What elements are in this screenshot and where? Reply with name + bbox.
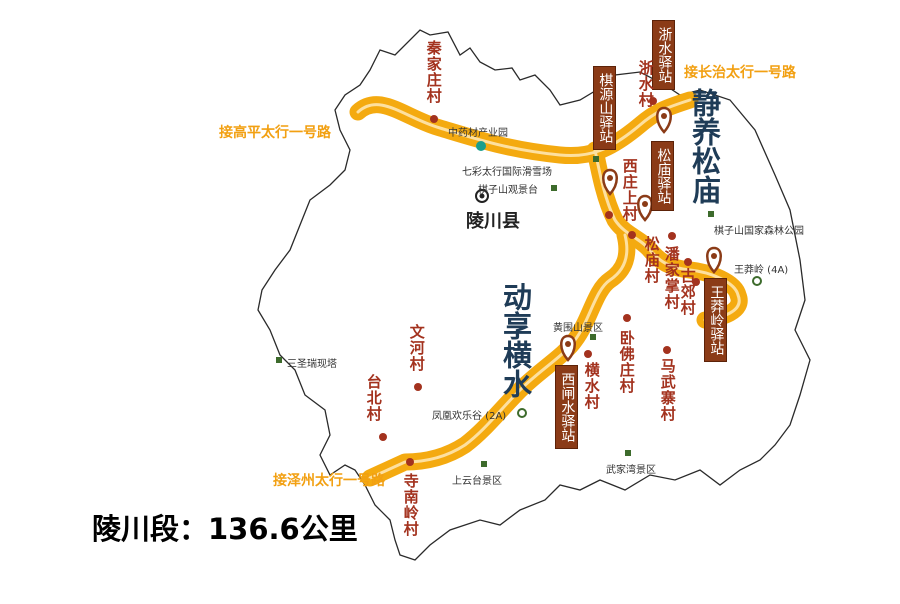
station-pin	[602, 168, 618, 196]
village-dot	[649, 97, 657, 105]
poi-label: 王莽岭 (4A)	[734, 265, 789, 276]
station-pin	[560, 334, 576, 362]
poi-marker	[276, 357, 282, 363]
poi-markers	[276, 156, 714, 467]
village-dot	[605, 211, 613, 219]
village-dots	[379, 97, 700, 466]
route-inner-line	[356, 98, 741, 480]
station-label: 松庙驿站	[651, 141, 675, 211]
village-label: 台北村	[364, 374, 383, 422]
station-pin	[656, 106, 672, 134]
village-dot	[414, 383, 422, 391]
village-dot	[623, 314, 631, 322]
poi-label: 黄围山景区	[553, 323, 603, 334]
poi-label: 七彩太行国际滑雪场	[462, 167, 552, 178]
section-length-title: 陵川段：136.6公里	[92, 512, 358, 546]
poi-circle-marker	[752, 276, 762, 286]
village-label: 浙水村	[636, 60, 655, 108]
poi-marker	[590, 334, 596, 340]
village-label: 横水村	[582, 362, 601, 410]
village-dot	[668, 232, 676, 240]
poi-marker	[593, 156, 599, 162]
poi-label: 武家湾景区	[606, 465, 656, 476]
village-label: 西庄上村	[620, 158, 639, 222]
village-dot	[379, 433, 387, 441]
poi-marker	[481, 461, 487, 467]
poi-label: 三圣瑞现塔	[287, 359, 337, 370]
village-label: 寺南岭村	[401, 473, 420, 537]
poi-label: 棋子山国家森林公园	[714, 226, 804, 237]
station-label: 棋源山驿站	[593, 66, 617, 150]
village-dot	[628, 231, 636, 239]
connector-label: 接长治太行一号路	[684, 65, 796, 81]
slogan-text: 动享横水	[498, 282, 533, 398]
village-label: 卧佛庄村	[617, 330, 636, 394]
connector-label: 接高平太行一号路	[219, 125, 331, 141]
village-label: 文河村	[407, 324, 426, 372]
slogan-text: 静养松庙	[687, 88, 722, 204]
station-pins	[560, 106, 722, 362]
village-label: 马武寨村	[658, 358, 677, 422]
station-label: 西闸水驿站	[555, 365, 579, 449]
poi-label: 凤凰欢乐谷 (2A)	[432, 411, 507, 422]
connector-label: 接泽州太行一号路	[273, 473, 385, 489]
village-label: 松庙村	[642, 236, 661, 284]
village-dot	[663, 346, 671, 354]
village-dot	[684, 258, 692, 266]
industrial-park-marker	[476, 141, 486, 151]
station-label: 王莽岭驿站	[704, 278, 728, 362]
village-dot	[406, 458, 414, 466]
village-dot	[584, 350, 592, 358]
village-label: 秦家庄村	[424, 40, 443, 104]
village-label: 潘家掌村	[662, 246, 681, 310]
village-dot	[692, 278, 700, 286]
county-label: 陵川县	[466, 211, 520, 232]
village-dot	[430, 115, 438, 123]
poi-label: 上云台景区	[452, 476, 502, 487]
poi-label: 棋子山观景台	[478, 185, 538, 196]
poi-marker	[708, 211, 714, 217]
poi-circle-marker	[517, 408, 527, 418]
station-pin	[637, 194, 653, 222]
station-pin	[706, 246, 722, 274]
county-seat-center	[479, 193, 485, 199]
poi-marker	[625, 450, 631, 456]
poi-label: 中药材产业园	[448, 128, 508, 139]
station-label: 浙水驿站	[652, 20, 676, 90]
village-label: 古郊村	[678, 268, 697, 316]
poi-marker	[551, 185, 557, 191]
